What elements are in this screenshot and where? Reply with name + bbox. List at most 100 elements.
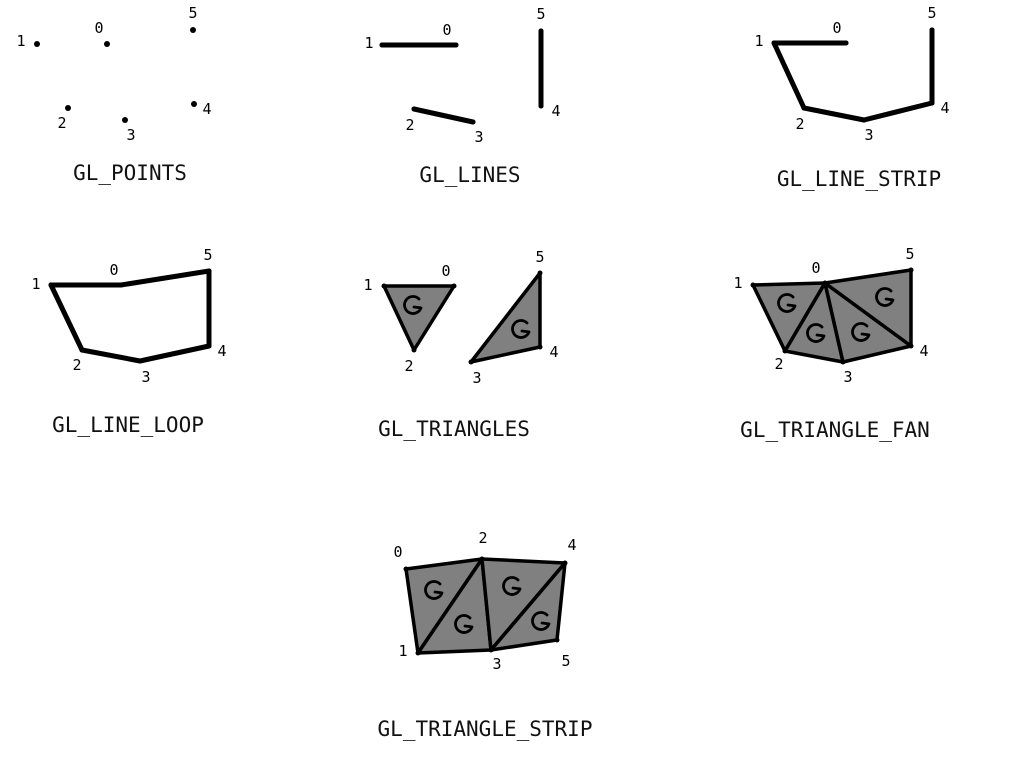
edge-line-strip-3	[861, 100, 935, 123]
triangle-triangles-0	[382, 284, 456, 352]
vertex-label-triangles-1: 1	[363, 276, 372, 294]
vertex-label-points-5: 5	[188, 4, 197, 22]
counter-clockwise-arrow-icon	[502, 576, 522, 596]
vertex-label-line-strip-0: 0	[832, 19, 841, 37]
vertex-lines-3	[470, 119, 476, 125]
counter-clockwise-arrow-icon	[531, 611, 551, 631]
edge-line-strip-2	[801, 105, 867, 123]
vertex-triangle-strip-3	[488, 647, 494, 653]
vertex-label-points-2: 2	[57, 114, 66, 132]
vertex-points-0	[104, 41, 110, 47]
vertex-label-points-0: 0	[94, 19, 103, 37]
vertex-label-triangle-fan-2: 2	[774, 355, 783, 373]
vertex-label-triangles-5: 5	[535, 248, 544, 266]
vertex-line-strip-1	[771, 40, 777, 46]
vertex-label-triangle-strip-1: 1	[398, 642, 407, 660]
vertex-label-lines-1: 1	[364, 34, 373, 52]
vertex-label-points-4: 4	[202, 100, 211, 118]
title-line-loop: GL_LINE_LOOP	[52, 413, 204, 437]
vertex-line-loop-5	[206, 268, 212, 274]
vertex-lines-0	[453, 42, 459, 48]
vertex-triangle-fan-3	[840, 359, 846, 365]
vertex-triangle-fan-2	[782, 348, 788, 354]
vertex-triangle-strip-4	[562, 560, 568, 566]
edge-line-loop-5	[118, 268, 212, 288]
vertex-label-triangle-strip-5: 5	[561, 652, 570, 670]
vertex-triangle-strip-2	[479, 556, 485, 562]
vertex-triangles-1	[381, 283, 387, 289]
vertex-line-strip-2	[801, 105, 807, 111]
vertex-label-line-strip-3: 3	[864, 126, 873, 144]
vertex-label-line-loop-4: 4	[217, 342, 226, 360]
vertex-label-line-strip-1: 1	[754, 32, 763, 50]
vertex-label-points-1: 1	[16, 32, 25, 50]
vertex-line-loop-4	[206, 343, 212, 349]
counter-clockwise-arrow-icon	[777, 293, 797, 313]
title-triangle-strip: GL_TRIANGLE_STRIP	[378, 717, 593, 741]
counter-clockwise-arrow-icon	[454, 614, 474, 634]
vertex-label-triangle-strip-3: 3	[492, 655, 501, 673]
vertex-label-triangle-strip-4: 4	[567, 536, 576, 554]
edge-line-loop-1	[48, 282, 85, 353]
vertex-triangle-fan-5	[908, 267, 914, 273]
vertex-triangles-5	[537, 270, 543, 276]
vertex-line-strip-0	[843, 40, 849, 46]
vertex-label-triangle-fan-5: 5	[905, 245, 914, 263]
vertex-triangle-strip-5	[554, 637, 560, 643]
vertex-label-triangles-0: 0	[441, 262, 450, 280]
title-line-strip: GL_LINE_STRIP	[777, 167, 941, 191]
counter-clockwise-arrow-icon	[875, 287, 895, 307]
counter-clockwise-arrow-icon	[851, 322, 871, 342]
vertex-line-loop-2	[79, 347, 85, 353]
vertex-label-triangles-2: 2	[404, 357, 413, 375]
vertex-label-triangle-strip-0: 0	[393, 543, 402, 561]
vertex-lines-2	[411, 106, 417, 112]
edge-line-loop-3	[137, 343, 212, 364]
vertex-label-line-loop-5: 5	[203, 246, 212, 264]
vertex-label-line-loop-2: 2	[72, 356, 81, 374]
vertex-label-triangle-strip-2: 2	[478, 529, 487, 547]
counter-clockwise-arrow-icon	[511, 319, 531, 339]
vertex-lines-1	[379, 42, 385, 48]
vertex-triangles-0	[451, 283, 457, 289]
title-lines: GL_LINES	[419, 163, 520, 187]
vertex-label-line-loop-3: 3	[141, 368, 150, 386]
vertex-label-lines-4: 4	[551, 102, 560, 120]
vertex-label-line-strip-2: 2	[795, 115, 804, 133]
vertex-label-lines-3: 3	[474, 128, 483, 146]
vertex-label-lines-2: 2	[405, 116, 414, 134]
vertex-line-loop-1	[48, 282, 54, 288]
edge-lines-1	[411, 106, 476, 125]
vertex-label-triangles-3: 3	[472, 369, 481, 387]
counter-clockwise-arrow-icon	[403, 295, 423, 315]
vertex-label-triangle-fan-4: 4	[919, 342, 928, 360]
vertex-triangle-fan-0	[822, 280, 828, 286]
vertex-triangle-fan-1	[750, 282, 756, 288]
vertex-line-strip-4	[929, 100, 935, 106]
panel-triangle-strip: 0 1 2 3 4 5	[393, 529, 576, 673]
vertex-label-triangle-fan-1: 1	[733, 274, 742, 292]
vertex-points-5	[190, 27, 196, 33]
vertex-line-loop-3	[137, 358, 143, 364]
vertex-triangle-strip-0	[403, 566, 409, 572]
vertex-points-3	[122, 117, 128, 123]
vertex-line-loop-0	[118, 282, 124, 288]
vertex-label-line-loop-1: 1	[31, 275, 40, 293]
vertex-label-line-strip-4: 4	[940, 99, 949, 117]
counter-clockwise-arrow-icon	[806, 323, 826, 343]
vertex-label-points-3: 3	[126, 126, 135, 144]
vertex-line-strip-5	[929, 27, 935, 33]
title-points: GL_POINTS	[73, 161, 187, 185]
counter-clockwise-arrow-icon	[424, 580, 444, 600]
title-triangle-fan: GL_TRIANGLE_FAN	[740, 418, 930, 442]
vertex-label-lines-0: 0	[442, 21, 451, 39]
vertex-label-line-strip-5: 5	[927, 4, 936, 22]
vertex-label-triangle-fan-0: 0	[811, 259, 820, 277]
vertex-triangle-fan-4	[908, 343, 914, 349]
edge-line-strip-1	[771, 40, 807, 111]
